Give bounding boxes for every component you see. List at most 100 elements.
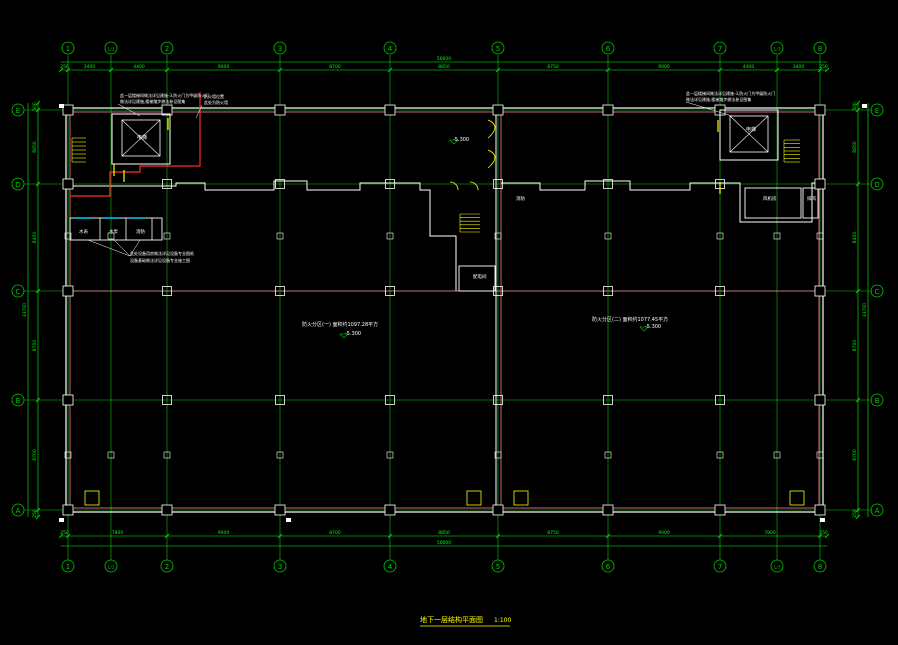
column (62, 504, 74, 516)
dimension-value: 250 (819, 64, 828, 70)
dimension-value: 8750 (547, 530, 559, 536)
axis-bubble (273, 559, 287, 573)
note-leader (685, 101, 733, 117)
axis-bubble-label: 1/1 (107, 565, 114, 571)
axis-bubble-label: D (874, 181, 879, 189)
floor-drain (789, 490, 805, 506)
note-top-right: 此一层楼梯间做法详见建施-3,防火门为甲级防火门 (686, 90, 775, 96)
grid-marker (820, 518, 825, 522)
elevator-right-label: 电梯 (746, 126, 756, 133)
axis-bubble-label: 1 (66, 563, 70, 571)
column (384, 504, 396, 516)
column (814, 394, 826, 406)
column-small (386, 451, 394, 459)
dimension-tick (605, 67, 611, 73)
column (384, 104, 396, 116)
fire-separation-line (70, 92, 201, 197)
axis-bubble-label: 6 (606, 45, 611, 53)
column-small (276, 451, 284, 459)
axis-bubble (383, 41, 397, 55)
equipment-rooms (69, 217, 163, 241)
drawing-title-scale: 1:100 (494, 617, 511, 624)
column (385, 286, 395, 296)
aux-room-label: 配电间 (473, 273, 487, 280)
dimension-tick (65, 533, 71, 539)
axis-bubble (813, 41, 827, 55)
column (493, 395, 503, 405)
axis-bubble (383, 559, 397, 573)
axis-bubble (601, 559, 615, 573)
room-b-label: 水泵 (109, 228, 118, 235)
room-e-label: 排风 (807, 195, 816, 202)
note-top-left: 此一层楼梯间做法详见建施-3,防火门为甲级防火门 (120, 92, 209, 98)
axis-bubble-label: 1/7 (773, 565, 780, 571)
dimension-tick (495, 533, 501, 539)
axis-bubble (11, 503, 25, 517)
axis-bubble-label: 8 (818, 563, 822, 571)
axis-bubble-label: 3 (278, 563, 282, 571)
floor-drain (84, 490, 100, 506)
column (62, 178, 74, 190)
dimension-tick (164, 533, 170, 539)
dimension-value: 8850 (852, 141, 858, 153)
door-swing (487, 119, 496, 139)
axis-bubble-label: 1 (66, 45, 70, 53)
dimension-tick (855, 514, 861, 520)
dimension-tick (855, 397, 861, 403)
note-top-mid: 防火墙位置 (204, 93, 224, 99)
dimension-value: 8700 (329, 64, 341, 70)
axis-bubble (870, 503, 884, 517)
partition-wall-d-left (70, 180, 457, 291)
axis-bubble-label: 4 (388, 563, 393, 571)
dimension-tick (35, 100, 41, 106)
dimension-tick (855, 181, 861, 187)
dimension-tick (605, 533, 611, 539)
column (715, 395, 725, 405)
room-c-label: 消防 (136, 228, 145, 235)
shaft-label: 消防 (516, 195, 525, 202)
dimension-value: 8700 (852, 449, 858, 461)
service-room-right-2 (802, 187, 819, 219)
dimension-tick (164, 67, 170, 73)
level-marker (639, 326, 649, 332)
column (492, 104, 504, 116)
dimension-tick (824, 67, 830, 73)
dimension-value: 8750 (547, 64, 559, 70)
note-top-right-2: 做法详见建施,楼梯踏步做法参见图集 (686, 96, 751, 102)
axis-bubble (11, 177, 25, 191)
column (603, 395, 613, 405)
column (275, 179, 285, 189)
elevator-cross (729, 115, 769, 153)
dimension-tick (855, 507, 861, 513)
dimension-tick (817, 533, 823, 539)
column-small (494, 451, 502, 459)
column-small (163, 451, 171, 459)
elevator-car (729, 115, 769, 153)
axis-bubble (61, 559, 75, 573)
axis-bubble (11, 103, 25, 117)
axis-bubble (870, 103, 884, 117)
axis-bubble-label: C (875, 288, 880, 296)
dimension-value: 8700 (32, 340, 38, 352)
dimension-value: 8850 (438, 64, 450, 70)
dimension-tick (817, 67, 823, 73)
plan-labels: 防火分区(一) 面积约1097.28平方 -5.300 防火分区(二) 面积约1… (79, 90, 816, 337)
elevator-cross (121, 119, 161, 157)
zone-right-level: -5.300 (645, 324, 661, 330)
structural-columns (62, 104, 826, 516)
axis-bubble-label: B (16, 397, 21, 405)
axis-bubble-label: B (875, 397, 880, 405)
column-small (276, 232, 284, 240)
axis-bubble (870, 284, 884, 298)
drawing-title: 地下一层结构平面图 1:100 (420, 615, 511, 627)
dimension-value: 9000 (218, 530, 230, 536)
dimension-total: 56000 (437, 56, 451, 62)
axis-bubble-label: 4 (388, 45, 393, 53)
column-small (816, 232, 824, 240)
column (274, 104, 286, 116)
column-small (816, 451, 824, 459)
dimension-value: 9000 (658, 530, 670, 536)
column (62, 394, 74, 406)
